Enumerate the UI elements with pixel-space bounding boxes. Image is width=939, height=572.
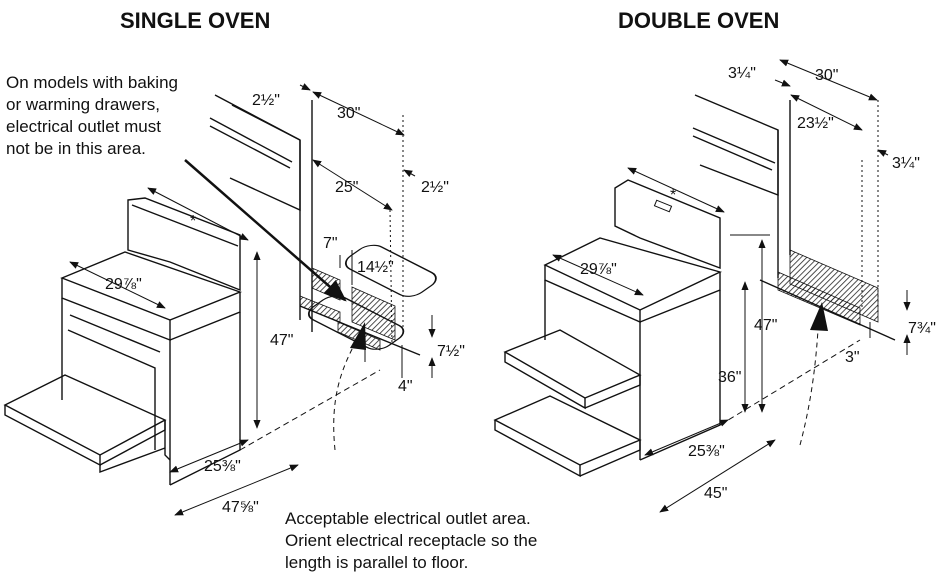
single-oven-title: SINGLE OVEN	[120, 8, 270, 33]
double-dim-25-3-8: 25⅜"	[688, 443, 725, 460]
single-dim-2-5-side: 2½"	[421, 179, 449, 196]
drawer-note-line-3: electrical outlet must	[6, 117, 161, 136]
double-dim-3-25-top: 3¼"	[728, 65, 756, 82]
single-dim-29-7-8: 29⅞"	[105, 276, 142, 293]
outlet-note-line-1: Acceptable electrical outlet area.	[285, 509, 531, 528]
double-oven-dimensions: 3¼" 30" 23½" 3¼" * 29⅞" 47" 36" 7¾" 3" 2…	[580, 65, 936, 502]
double-dim-3-25-side: 3¼"	[892, 155, 920, 172]
double-dim-47: 47"	[754, 317, 777, 334]
single-dim-7: 7"	[323, 235, 338, 252]
drawer-outlet-note: On models with baking or warming drawers…	[6, 73, 178, 158]
single-dim-47: 47"	[270, 332, 293, 349]
double-dim-23-5: 23½"	[797, 115, 834, 132]
single-dim-14-5: 14½"	[357, 259, 394, 276]
double-dim-30: 30"	[815, 67, 838, 84]
double-oven-drawing	[307, 59, 911, 513]
drawer-note-line-4: not be in this area.	[6, 139, 146, 158]
single-dim-30: 30"	[337, 105, 360, 122]
single-oven-dimensions: 2½" 30" 25" 2½" * 7" 14½" 29⅞" 47" 7½" 4…	[105, 92, 465, 516]
single-dim-25-3-8: 25⅜"	[204, 458, 241, 475]
double-dim-7-75: 7¾"	[908, 320, 936, 337]
drawer-note-line-1: On models with baking	[6, 73, 178, 92]
single-dim-25: 25"	[335, 179, 358, 196]
drawer-note-line-2: or warming drawers,	[6, 95, 160, 114]
single-dim-4: 4"	[398, 378, 413, 395]
single-oven-drawing	[3, 83, 436, 516]
outlet-area-note: Acceptable electrical outlet area. Orien…	[285, 509, 537, 572]
double-dim-45: 45"	[704, 485, 727, 502]
single-star: *	[190, 213, 196, 230]
double-dim-36: 36"	[718, 369, 741, 386]
single-dim-2-5-top: 2½"	[252, 92, 280, 109]
double-dim-3: 3"	[845, 349, 860, 366]
double-oven-title: DOUBLE OVEN	[618, 8, 779, 33]
double-star: *	[670, 187, 676, 204]
double-dim-29-7-8: 29⅞"	[580, 261, 617, 278]
single-dim-47-5-8: 47⅝"	[222, 499, 259, 516]
outlet-note-line-2: Orient electrical receptacle so the	[285, 531, 537, 550]
outlet-note-line-3: length is parallel to floor.	[285, 553, 468, 572]
single-dim-7-5: 7½"	[437, 343, 465, 360]
